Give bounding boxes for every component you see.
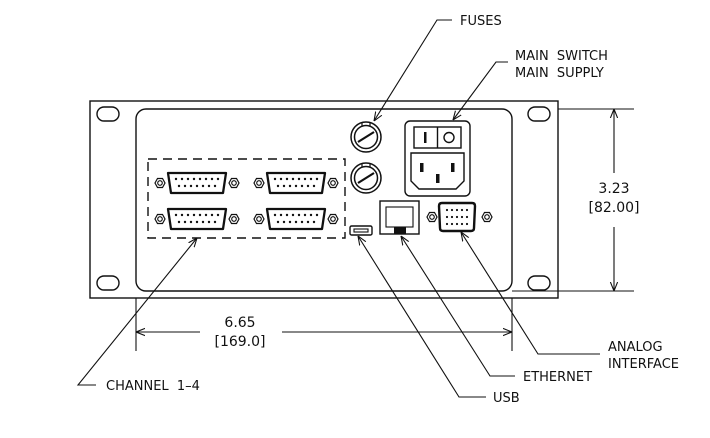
inner-panel — [135, 108, 513, 292]
fuse-2-icon — [349, 161, 383, 195]
hexnut-icon — [253, 213, 265, 225]
analog-interface-connector — [426, 201, 493, 233]
label-usb: USB — [493, 391, 520, 406]
leader-main-switch — [453, 61, 508, 120]
width-dimension: 6.65 [169.0] — [135, 298, 513, 351]
height-dimension: 3.23 [82.00] — [512, 108, 640, 292]
width-dim-inches: 6.65 — [224, 315, 255, 331]
label-ethernet: ETHERNET — [523, 370, 592, 385]
label-fuses: FUSES — [460, 14, 502, 29]
channel-group-outline — [147, 158, 346, 239]
switch-on-symbol-icon — [424, 132, 427, 143]
fuse-1-icon — [349, 120, 383, 154]
hexnut-icon — [228, 213, 240, 225]
leader-fuses — [374, 19, 452, 121]
inlet-pin-live — [420, 163, 424, 172]
usb-port — [349, 225, 373, 236]
height-dim-inches: 3.23 — [598, 181, 629, 197]
leader-lines — [76, 19, 600, 398]
mounting-slot-bottom-left — [96, 275, 120, 291]
label-interface: INTERFACE — [608, 357, 679, 372]
height-dim-mm: [82.00] — [588, 200, 639, 216]
power-module-frame — [404, 120, 471, 197]
channel-connector-3 — [154, 207, 240, 231]
channel-connector-4 — [253, 207, 339, 231]
label-analog: ANALOG — [608, 340, 663, 355]
inlet-pin-neutral — [451, 163, 455, 172]
ethernet-latch — [394, 227, 406, 234]
hexnut-icon — [327, 213, 339, 225]
iec-inlet-icon — [410, 152, 465, 190]
label-main-switch: MAIN SWITCH — [515, 49, 608, 64]
hexnut-icon — [154, 213, 166, 225]
mounting-slot-top-left — [96, 106, 120, 122]
hexnut-icon — [426, 211, 438, 223]
leader-ethernet — [401, 236, 515, 377]
channel-connector-group — [147, 158, 346, 239]
channel-connector-2 — [253, 171, 339, 195]
hexnut-icon — [154, 177, 166, 189]
switch-off-symbol-icon — [443, 131, 455, 144]
label-channel: CHANNEL 1–4 — [106, 379, 200, 394]
label-main-supply: MAIN SUPPLY — [515, 66, 604, 81]
usb-port-icon — [349, 225, 373, 236]
leader-usb — [358, 236, 486, 398]
mounting-slot-top-right — [527, 106, 551, 122]
leader-channel — [76, 238, 197, 386]
db15-connector-icon — [265, 207, 327, 231]
leader-analog — [461, 232, 600, 355]
hexnut-icon — [327, 177, 339, 189]
db15-connector-icon — [265, 171, 327, 195]
hexnut-icon — [481, 211, 493, 223]
power-module — [404, 120, 471, 197]
vga-connector-icon — [437, 201, 477, 233]
mounting-slot-bottom-right — [527, 275, 551, 291]
outer-panel — [89, 100, 559, 299]
outer-panel-frame — [89, 100, 559, 299]
db15-connector-icon — [166, 171, 228, 195]
channel-connector-1 — [154, 171, 240, 195]
callout-labels: FUSES MAIN SWITCH MAIN SUPPLY CHANNEL 1–… — [106, 14, 679, 406]
hexnut-icon — [253, 177, 265, 189]
width-dim-mm: [169.0] — [214, 334, 265, 350]
hexnut-icon — [228, 177, 240, 189]
inlet-pin-earth — [436, 174, 440, 183]
ethernet-port — [379, 200, 420, 235]
db15-connector-icon — [166, 207, 228, 231]
